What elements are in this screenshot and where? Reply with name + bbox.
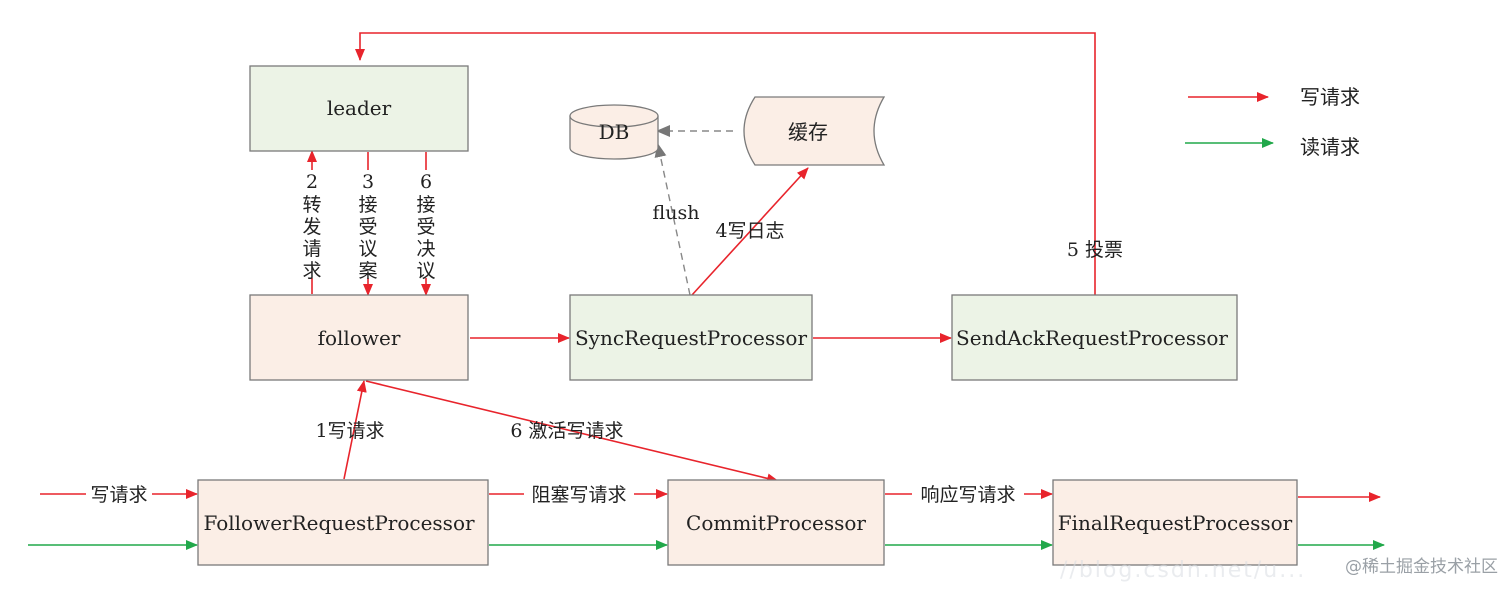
final-request-processor-node: FinalRequestProcessor [1052,479,1298,566]
flush-label: flush [653,202,700,224]
write-request-1-label: 1写请求 [315,420,384,442]
sendack-request-processor-node: SendAckRequestProcessor [951,294,1238,381]
blurred-url-watermark: //blog.csdn.net/u... [1060,558,1307,583]
legend: 写请求 读请求 [1185,85,1360,159]
follower-node: follower [249,294,469,381]
svg-text:2: 2 [306,171,318,193]
vote-label: 5 投票 [1067,239,1123,261]
svg-text:议: 议 [358,238,377,260]
svg-text:求: 求 [302,260,321,282]
write-log-edge [691,167,809,296]
cache-label: 缓存 [788,120,828,144]
activate-write-label: 6 激活写请求 [510,420,623,442]
legend-write-label: 写请求 [1300,85,1360,109]
vote-edge [355,32,1096,295]
svg-text:案: 案 [358,260,377,282]
svg-text:接: 接 [358,194,377,216]
accept-decision-label: 6 接 受 决 议 [415,170,437,282]
flush-edge [654,143,691,296]
final-label: FinalRequestProcessor [1058,511,1293,535]
accept-proposal-label: 3 接 受 议 案 [357,170,379,282]
follower-label: follower [318,326,401,350]
follower-request-processor-node: FollowerRequestProcessor [197,479,489,566]
legend-read-label: 读请求 [1300,135,1360,159]
svg-text:受: 受 [358,216,377,238]
commit-label: CommitProcessor [686,511,866,535]
sendack-label: SendAckRequestProcessor [956,326,1228,350]
write-request-1-edge [343,380,367,480]
leader-label: leader [327,96,392,120]
cache-node: 缓存 [743,96,886,166]
write-log-label: 4写日志 [715,220,784,242]
sync-label: SyncRequestProcessor [575,326,807,350]
forward-request-label: 2 转 发 请 求 [301,170,323,282]
svg-text:6: 6 [420,171,432,193]
site-watermark: @稀土掘金技术社区 [1345,557,1498,577]
svg-text:受: 受 [416,216,435,238]
db-node: DB [569,104,659,160]
svg-text:请: 请 [302,238,321,260]
activate-write-edge [365,380,779,484]
svg-text:发: 发 [302,216,321,238]
leader-node: leader [249,65,469,152]
db-label: DB [599,120,630,144]
respond-write-label: 响应写请求 [920,484,1015,506]
incoming-write-label: 写请求 [90,484,147,506]
follower-req-label: FollowerRequestProcessor [203,511,475,535]
svg-text:接: 接 [416,194,435,216]
svg-text:3: 3 [362,171,374,193]
block-write-label: 阻塞写请求 [531,484,626,506]
sync-request-processor-node: SyncRequestProcessor [569,294,813,381]
svg-text:决: 决 [416,238,435,260]
svg-text:议: 议 [416,260,435,282]
commit-processor-node: CommitProcessor [667,479,885,566]
svg-text:转: 转 [302,194,321,216]
